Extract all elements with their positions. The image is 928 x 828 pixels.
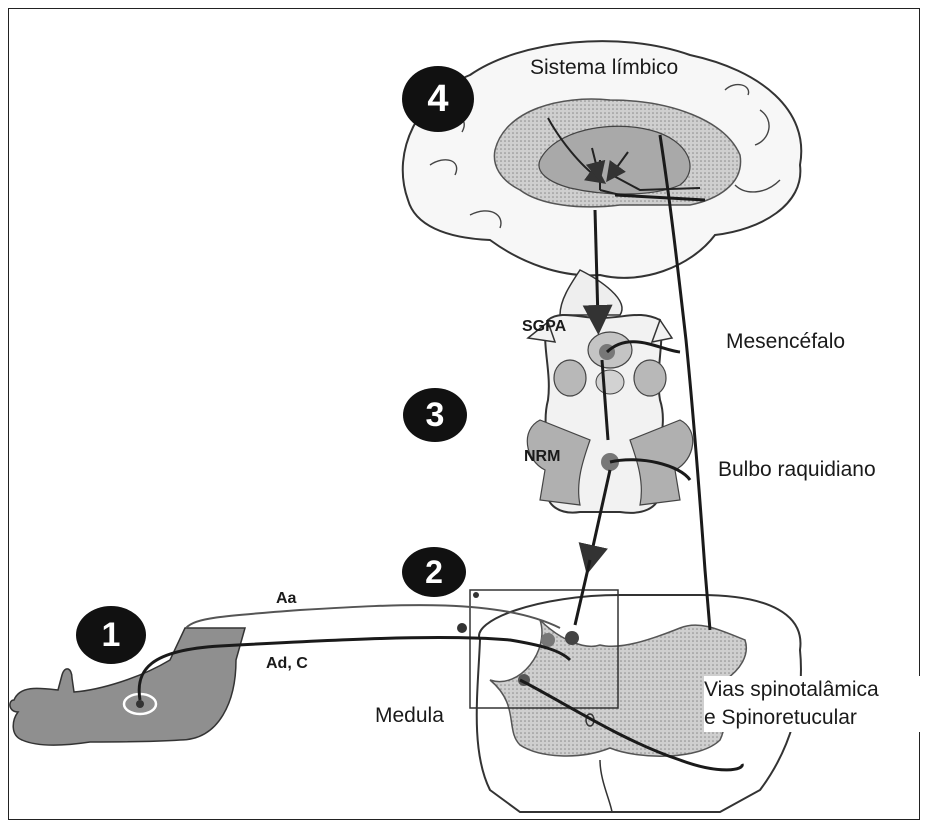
brainstem-illustration [527,315,692,513]
label-vias-line-1: Vias spinotalâmica [704,678,879,701]
label-fiber-ad-c: Ad, C [266,655,308,673]
step-badge-2: 2 [402,547,466,597]
label-medula: Medula [375,704,444,728]
label-sgpa: SGPA [522,318,566,336]
label-fiber-aa: Aa [276,590,296,608]
step-badge-4: 4 [402,66,474,132]
label-vias: Vias spinotalâmica e Spinoretucular [704,676,928,732]
step-badge-1: 1 [76,606,146,664]
step-badge-3: 3 [403,388,467,442]
label-bulbo-raquidiano: Bulbo raquidiano [718,458,876,482]
label-mesencefalo: Mesencéfalo [726,330,845,354]
label-sistema-limbico: Sistema límbico [530,56,678,80]
label-nrm: NRM [524,448,560,466]
label-vias-line-2: e Spinoretucular [704,706,857,729]
